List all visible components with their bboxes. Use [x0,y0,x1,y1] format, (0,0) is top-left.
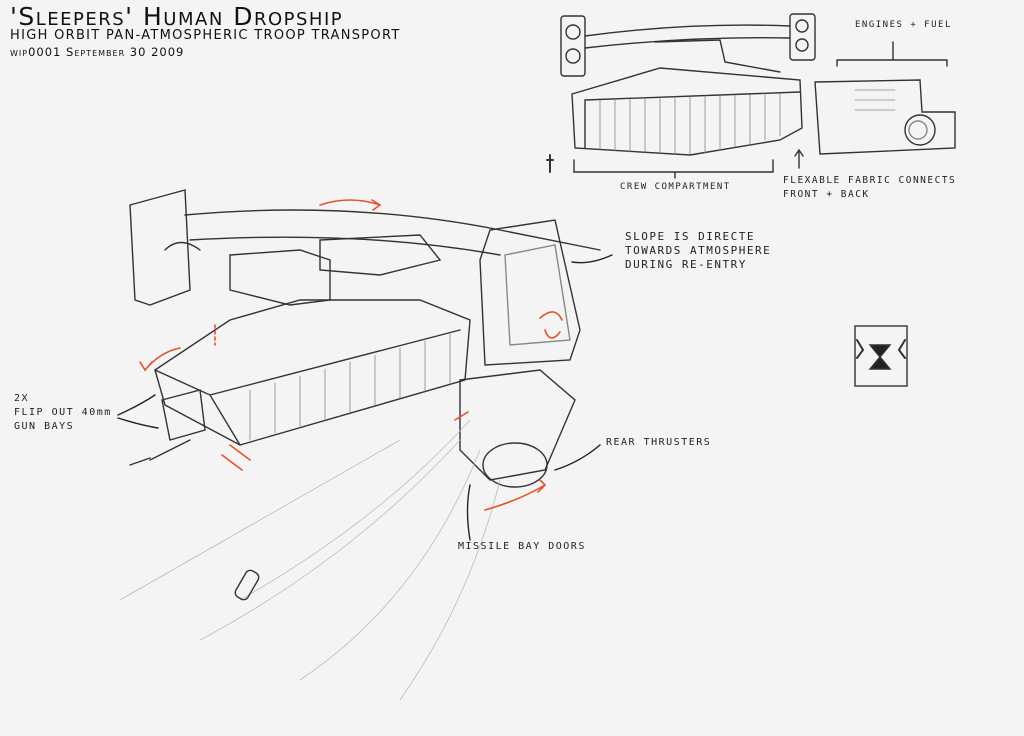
version-date: wip0001 September 30 2009 [10,45,185,59]
label-gun-bays: 2X FLIP OUT 40mm GUN BAYS [14,393,112,432]
subtitle: HIGH ORBIT PAN-ATMOSPHERIC TROOP TRANSPO… [10,28,401,43]
small-icon [854,325,908,387]
label-missile-bay-doors: MISSILE BAY DOORS [458,541,586,552]
side-view [546,13,956,179]
page-title: 'Sleepers' Human Dropship [10,2,344,31]
label-rear-thrusters: REAR THRUSTERS [606,437,712,448]
label-slope: SLOPE IS DIRECTE TOWARDS ATMOSPHERE DURI… [625,230,772,271]
label-engines-fuel: ENGINES + FUEL [855,20,952,30]
motion-arrows [139,199,563,511]
label-flexible-fabric: FLEXABLE FABRIC CONNECTS FRONT + BACK [783,175,957,200]
label-crew-compartment: CREW COMPARTMENT [620,182,731,192]
leader-lines [117,254,613,541]
perspective-view [119,189,601,701]
